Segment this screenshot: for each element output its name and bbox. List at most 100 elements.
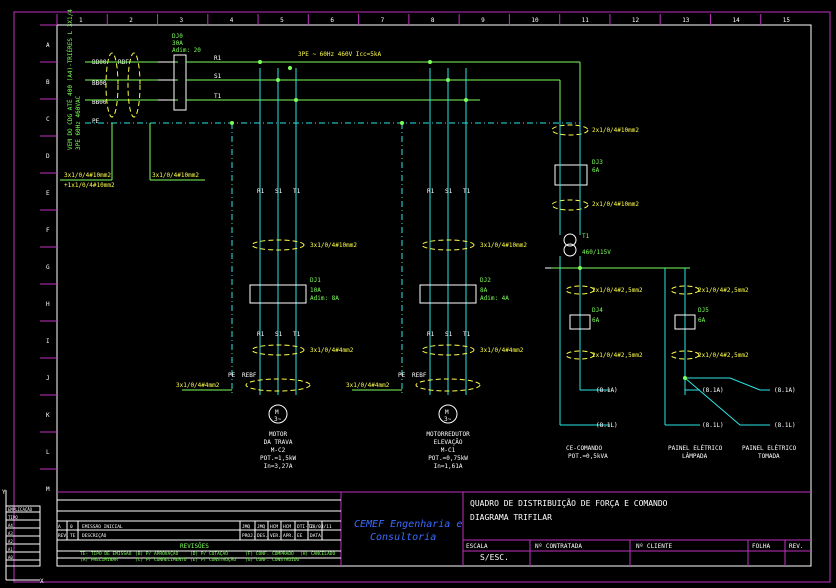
svg-text:X: X bbox=[40, 578, 44, 585]
grid-row-H: H bbox=[46, 301, 50, 308]
format-cell: EMPLICAÇÃO bbox=[8, 507, 33, 512]
rev-cell: DTI-TI bbox=[297, 524, 314, 530]
rev-cell: A bbox=[58, 524, 61, 530]
main-breaker-rating: 30A bbox=[172, 40, 183, 47]
rev-label: REV. bbox=[789, 543, 803, 550]
cable-mid: 3x1/0/4#4mm2 bbox=[310, 347, 354, 354]
format-cell: A0 bbox=[8, 555, 13, 560]
format-cell: A2 bbox=[8, 539, 13, 544]
format-cell: A1 bbox=[8, 547, 13, 552]
grid-col-6: 6 bbox=[330, 17, 334, 24]
scale-value: S/ESC. bbox=[480, 553, 509, 562]
main-breaker bbox=[158, 54, 187, 111]
phase-tag: T1 bbox=[463, 188, 471, 195]
legend-item: (D) P/ COTAÇÃO bbox=[190, 550, 228, 557]
rev-cell: EMISSÃO INICIAL bbox=[82, 523, 123, 530]
scale-label: ESCALA bbox=[466, 543, 488, 550]
grid-col-9: 9 bbox=[481, 17, 485, 24]
inner-frame bbox=[56, 24, 812, 567]
phase-tag: R1 bbox=[427, 188, 435, 195]
grid-row-G: G bbox=[46, 264, 50, 271]
incoming-conductors bbox=[60, 52, 580, 181]
motor-symbol: M bbox=[275, 409, 279, 416]
phase-tag: S1 bbox=[445, 331, 453, 338]
motor-desc: ELEVAÇÃO bbox=[434, 439, 463, 446]
phase-tag: R1 bbox=[427, 331, 435, 338]
pe-label: PE bbox=[398, 372, 406, 379]
branch1-cable-a: 2x1/0/4#2,5mm2 bbox=[592, 287, 643, 294]
branch2-ref-l: (8.1L) bbox=[702, 422, 724, 429]
pe-cable-label: 3x1/0/4#10mm2 bbox=[152, 172, 199, 179]
legend-item: (C) P/ CONHECIMENTO bbox=[135, 557, 187, 563]
revisions-title: REVISÕES bbox=[180, 543, 209, 550]
grid-row-E: E bbox=[46, 190, 50, 197]
branch3-desc-2: TOMADA bbox=[758, 453, 780, 460]
grid-row-D: D bbox=[46, 153, 50, 160]
grid-row-L: L bbox=[46, 449, 50, 456]
grid-col-15: 15 bbox=[783, 17, 791, 24]
branch2-desc-2: LÂMPADA bbox=[682, 453, 708, 460]
contract-label: Nº CONTRATADA bbox=[535, 543, 582, 550]
branch2-cable-a: 2x1/0/4#2,5mm2 bbox=[698, 287, 749, 294]
breaker-rating: 10A bbox=[310, 287, 321, 294]
grid-col-8: 8 bbox=[431, 17, 435, 24]
phase-tag: S1 bbox=[275, 331, 283, 338]
rev-head-cell: APR. bbox=[283, 533, 294, 539]
incoming-cable-label-2: +1x1/0/4#10mm2 bbox=[64, 182, 115, 189]
breaker-id: DJ1 bbox=[310, 277, 321, 284]
grid-col-5: 5 bbox=[280, 17, 284, 24]
motor-desc: M-C2 bbox=[271, 447, 286, 454]
main-breaker-adj: Adim: 20 bbox=[172, 47, 201, 54]
ucs-axis-icon: Y X bbox=[2, 489, 44, 585]
rev-head-cell: PROJ. bbox=[242, 533, 256, 539]
supply-vertical-text-2: 3PE 60Hz 460VAC bbox=[75, 95, 82, 150]
ctrl-breaker-id: DJ3 bbox=[592, 159, 603, 166]
drawing-title: QUADRO DE DISTRIBUIÇÃO DE FORÇA E COMAND… bbox=[470, 498, 668, 508]
transformer-id: T1 bbox=[582, 233, 590, 240]
busbars bbox=[186, 61, 581, 120]
grid-col-10: 10 bbox=[531, 17, 539, 24]
phase-label-3: BB00 bbox=[92, 99, 107, 106]
legend-item: (H) CANCELADO bbox=[300, 551, 336, 557]
grid-col-7: 7 bbox=[381, 17, 385, 24]
branch1-rating: 6A bbox=[592, 317, 600, 324]
bus-label: 3PE ~ 60Hz 460V Icc=5kA bbox=[298, 51, 381, 58]
grid-row-M: M bbox=[46, 486, 50, 493]
sheet-label: FOLHA bbox=[752, 543, 770, 550]
grid-col-2: 2 bbox=[129, 17, 133, 24]
motor-phase: 3~ bbox=[444, 416, 452, 423]
rbf-label: REBF bbox=[242, 372, 257, 379]
motor-desc: POT.=0,75kW bbox=[428, 455, 468, 462]
svg-text:Y: Y bbox=[2, 489, 6, 496]
grid-col-1: 1 bbox=[79, 17, 83, 24]
motor-desc: In=3,27A bbox=[264, 463, 293, 470]
branch1-ref-a: (8.1A) bbox=[596, 387, 618, 394]
legend-item: (F) CONF. COMPRADO bbox=[245, 551, 294, 557]
motor-desc: MOTOR bbox=[269, 431, 287, 438]
breaker-id: DJ2 bbox=[480, 277, 491, 284]
branch2-rating: 6A bbox=[698, 317, 706, 324]
rev-cell: 0 bbox=[70, 524, 73, 530]
company-name: CEMEF Engenharia e bbox=[354, 519, 462, 530]
phase-tag: R1 bbox=[257, 188, 265, 195]
bus-line-t: T1 bbox=[214, 93, 222, 100]
phase-tag: T1 bbox=[463, 331, 471, 338]
grid-col-4: 4 bbox=[230, 17, 234, 24]
pe-label: PE bbox=[228, 372, 236, 379]
rev-cell: HCM bbox=[270, 524, 278, 530]
phase-tag: S1 bbox=[275, 188, 283, 195]
grid-col-13: 13 bbox=[682, 17, 690, 24]
grid-row-J: J bbox=[46, 375, 50, 382]
transformer-ratio: 460/115V bbox=[582, 249, 611, 256]
grid-row-B: B bbox=[46, 79, 50, 86]
motor-desc: MOTORREDUTOR bbox=[426, 431, 470, 438]
main-breaker-id: DJ0 bbox=[172, 33, 183, 40]
rev-head-cell: DESCRIÇÃO bbox=[82, 532, 107, 539]
